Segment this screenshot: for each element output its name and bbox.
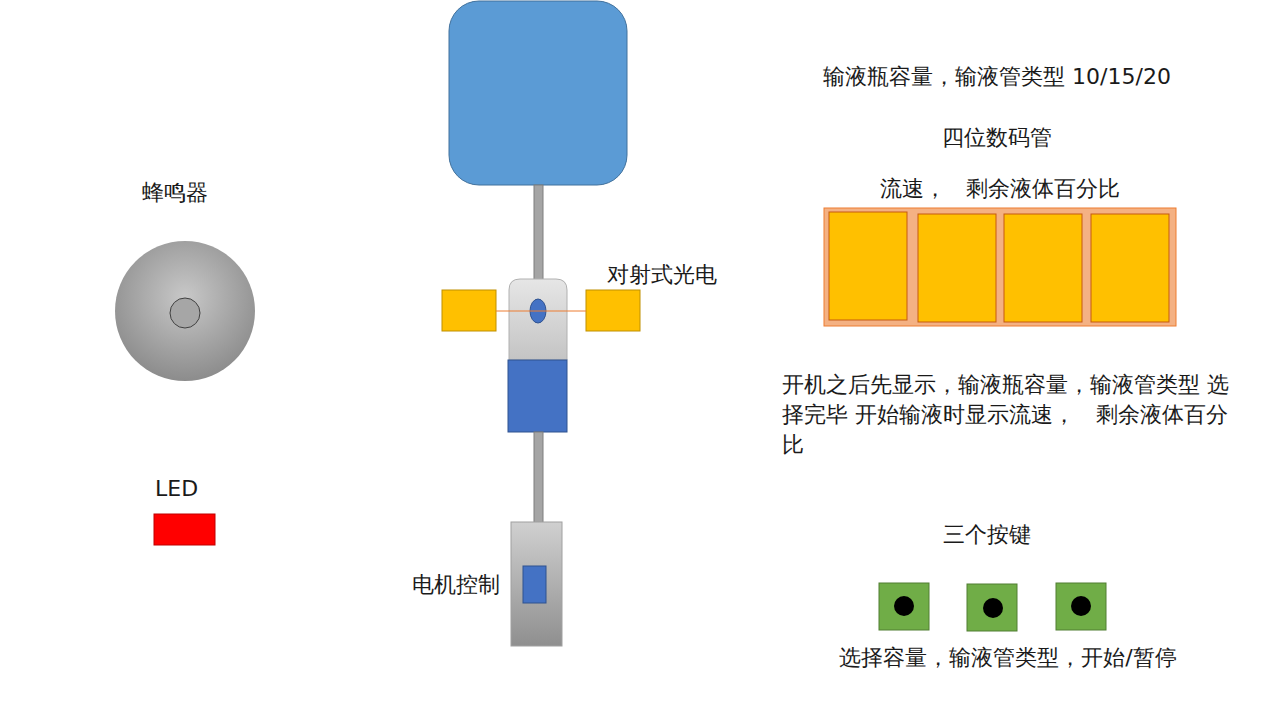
push-button xyxy=(879,583,929,630)
spec-note: 输液瓶容量，输液管类型 10/15/20 xyxy=(823,62,1171,92)
display-digit xyxy=(918,214,996,322)
motor-body xyxy=(511,522,562,646)
display-digit xyxy=(1004,214,1082,322)
infusion-tube xyxy=(534,432,543,523)
infusion-bag xyxy=(449,1,627,185)
button-cap xyxy=(1071,596,1091,616)
infusion-tube xyxy=(534,185,543,281)
button-cap xyxy=(894,596,914,616)
part-name: 对射式光电 xyxy=(607,260,717,290)
led-symbol xyxy=(154,514,215,545)
display-digit xyxy=(1091,214,1169,322)
light-beam xyxy=(496,311,586,312)
button-cap xyxy=(983,598,1003,618)
display-note: 流速， 剩余液体百分比 xyxy=(880,174,1121,204)
description-note: 开机之后先显示，输液瓶容量，输液管类型 选择完毕 开始输液时显示流速， 剩余液体… xyxy=(782,370,1244,460)
drip-chamber xyxy=(509,279,567,360)
buzzer-hole xyxy=(170,298,200,328)
button-note: 选择容量，输液管类型，开始/暂停 xyxy=(839,643,1176,673)
part-name: 三个按键 xyxy=(943,520,1031,550)
motor-window xyxy=(523,566,546,603)
buzzer-body xyxy=(115,241,255,381)
flow-regulator xyxy=(508,360,567,432)
sensor-emitter xyxy=(442,290,496,331)
part-name: 电机控制 xyxy=(412,570,500,600)
sensor-receiver xyxy=(586,290,640,331)
part-name: LED xyxy=(155,474,198,504)
part-name: 蜂鸣器 xyxy=(142,178,208,208)
part-name: 四位数码管 xyxy=(942,123,1052,153)
push-button xyxy=(967,584,1017,631)
display-housing xyxy=(824,208,1176,326)
push-button xyxy=(1056,583,1106,630)
display-digit xyxy=(829,212,907,320)
